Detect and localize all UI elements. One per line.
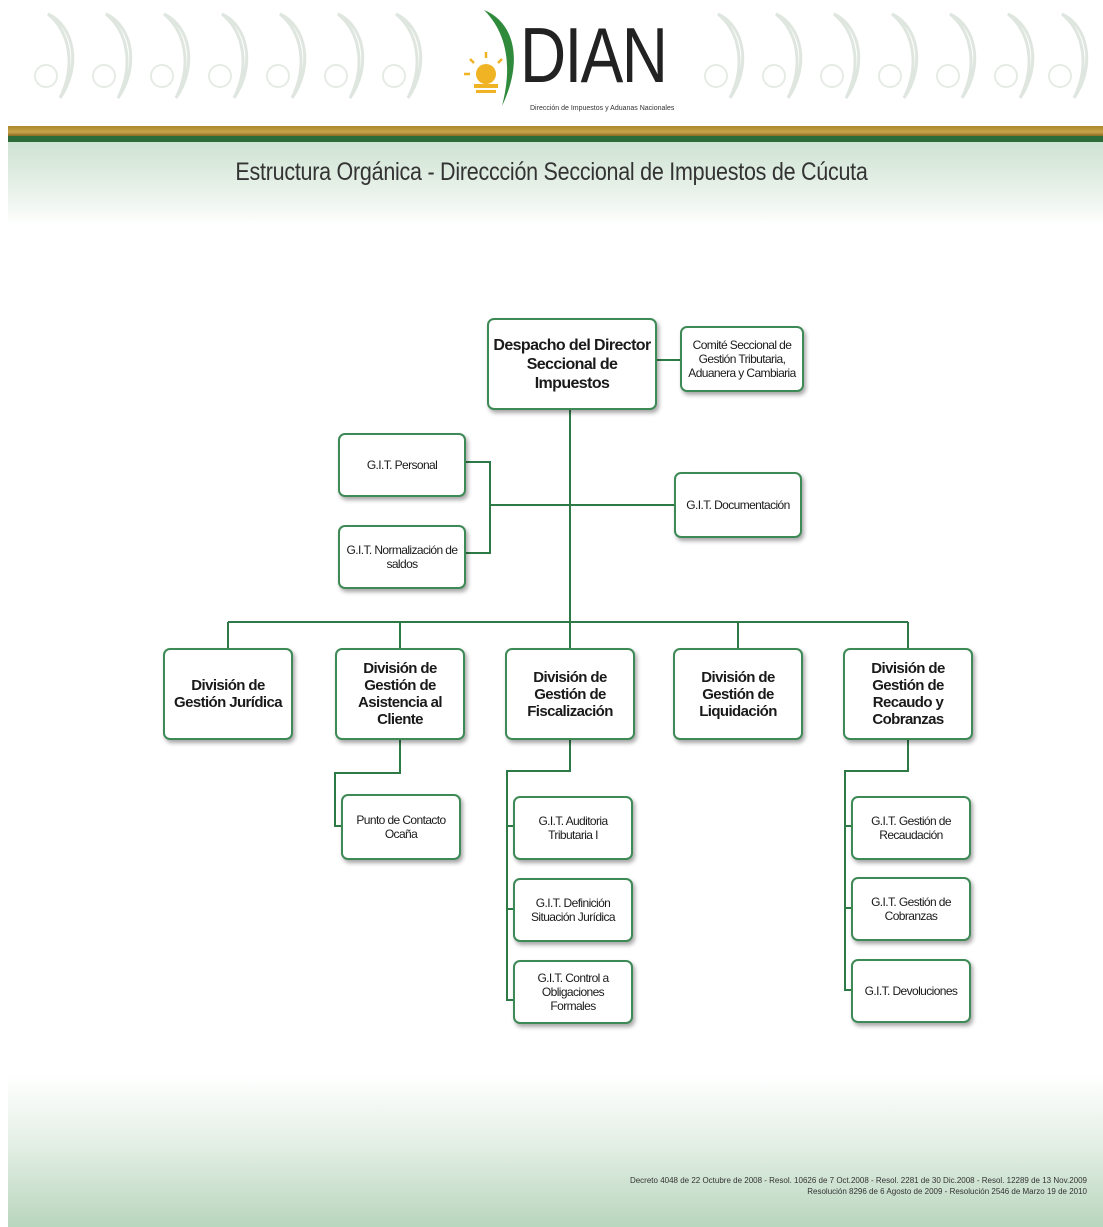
footer-band <box>8 1075 1103 1227</box>
footer-line-2: Resolución 8296 de 6 Agosto de 2009 - Re… <box>807 1187 1087 1196</box>
box-git-definicion: G.I.T. Definición Situación Jurídica <box>513 878 633 942</box>
box-division-fiscalizacion-label: División de Gestión de Fiscalización <box>527 668 613 720</box>
box-committee-label: Comité Seccional de Gestión Tributaria, … <box>688 338 796 380</box>
page-title: Estructura Orgánica - Direccción Seccion… <box>235 158 868 186</box>
box-punto-contacto-label: Punto de Contacto Ocaña <box>356 813 446 841</box>
box-git-control: G.I.T. Control a Obligaciones Formales <box>513 960 633 1024</box>
box-punto-contacto: Punto de Contacto Ocaña <box>341 794 461 860</box>
dian-mark-icon <box>994 12 1035 99</box>
box-committee: Comité Seccional de Gestión Tributaria, … <box>680 326 804 392</box>
dian-mark-icon <box>820 12 861 99</box>
dian-mark-icon <box>878 12 919 99</box>
dian-mark-icon <box>762 12 803 99</box>
dian-mark-icon <box>34 12 75 99</box>
box-division-asistencia-label: División de Gestión de Asistencia al Cli… <box>358 660 443 728</box>
header-green-bar <box>8 136 1103 142</box>
dian-mark-icon <box>208 12 249 99</box>
box-director-label: Despacho del Director Seccional de Impue… <box>493 336 651 392</box>
header: DIAN Dirección de Impuestos y Aduanas Na… <box>0 0 1103 128</box>
dian-logo: DIAN Dirección de Impuestos y Aduanas Na… <box>462 8 682 118</box>
dian-mark-icon <box>936 12 977 99</box>
connector-recaudo-units <box>844 740 909 991</box>
dian-mark-icon <box>704 12 745 99</box>
dian-mark-icon <box>150 12 191 99</box>
box-director: Despacho del Director Seccional de Impue… <box>487 318 657 410</box>
box-git-normalizacion-label: G.I.T. Normalización de saldos <box>346 543 459 571</box>
box-division-liquidacion-label: División de Gestión de Liquidación <box>699 668 777 720</box>
connector-git-bracket <box>465 461 491 554</box>
box-division-liquidacion: División de Gestión de Liquidación <box>673 648 803 740</box>
box-division-recaudo-label: División de Gestión de Recaudo y Cobranz… <box>871 660 945 728</box>
box-git-normalizacion: G.I.T. Normalización de saldos <box>338 525 466 589</box>
box-git-documentacion: G.I.T. Documentación <box>674 472 802 538</box>
box-git-personal: G.I.T. Personal <box>338 433 466 497</box>
box-git-devoluciones: G.I.T. Devoluciones <box>851 959 971 1023</box>
logo-text: DIAN <box>520 11 668 99</box>
title-band <box>8 142 1103 226</box>
header-gold-bar <box>8 126 1103 136</box>
box-division-recaudo: División de Gestión de Recaudo y Cobranz… <box>843 648 973 740</box>
box-git-devoluciones-label: G.I.T. Devoluciones <box>864 984 958 998</box>
connector-asistencia-punto <box>334 740 401 827</box>
dian-mark-icon <box>1048 12 1089 99</box>
dian-mark-icon <box>92 12 133 99</box>
box-division-asistencia: División de Gestión de Asistencia al Cli… <box>335 648 465 740</box>
logo-subtitle: Dirección de Impuestos y Aduanas Naciona… <box>530 105 675 112</box>
footer-note: Decreto 4048 de 22 Octubre de 2008 - Res… <box>467 1175 1087 1197</box>
footer-line-1: Decreto 4048 de 22 Octubre de 2008 - Res… <box>629 1176 1087 1185</box>
box-git-cobranzas: G.I.T. Gestión de Cobranzas <box>851 877 971 941</box>
box-git-recaudacion: G.I.T. Gestión de Recaudación <box>851 796 971 860</box>
dian-mark-icon <box>324 12 365 99</box>
dian-mark-icon <box>382 12 423 99</box>
box-git-recaudacion-label: G.I.T. Gestión de Recaudación <box>871 814 951 842</box>
box-division-fiscalizacion: División de Gestión de Fiscalización <box>505 648 635 740</box>
box-git-definicion-label: G.I.T. Definición Situación Jurídica <box>531 896 616 924</box>
box-git-personal-label: G.I.T. Personal <box>366 458 438 472</box>
box-git-cobranzas-label: G.I.T. Gestión de Cobranzas <box>871 895 951 923</box>
box-git-documentacion-label: G.I.T. Documentación <box>686 498 790 512</box>
box-git-auditoria: G.I.T. Auditoria Tributaria I <box>513 796 633 860</box>
box-git-auditoria-label: G.I.T. Auditoria Tributaria I <box>538 814 608 842</box>
dian-mark-icon <box>266 12 307 99</box>
box-division-juridica-label: División de Gestión Jurídica <box>174 677 283 711</box>
dian-logo-icon <box>464 10 514 106</box>
box-division-juridica: División de Gestión Jurídica <box>163 648 293 740</box>
box-git-control-label: G.I.T. Control a Obligaciones Formales <box>537 971 609 1013</box>
